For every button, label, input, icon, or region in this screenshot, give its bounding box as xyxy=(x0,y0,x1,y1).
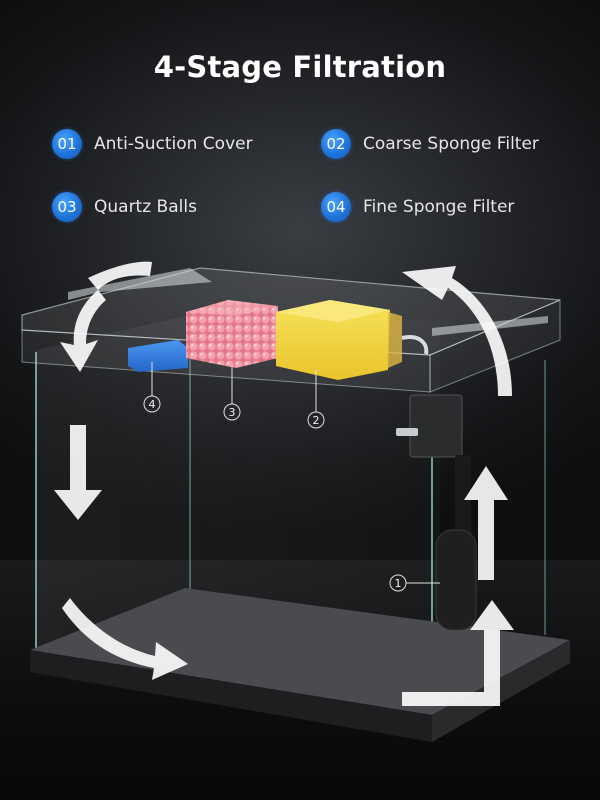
callout-number: 3 xyxy=(229,406,236,419)
base-side xyxy=(432,640,570,742)
flow-arrow-icon xyxy=(464,466,508,580)
legend-label: Fine Sponge Filter xyxy=(363,197,515,217)
flow-arrow-icon xyxy=(60,290,106,372)
lid-vent-left xyxy=(68,268,212,300)
coarse-sponge-top xyxy=(276,300,390,322)
callout-3: 3 xyxy=(223,366,241,421)
callout-2: 2 xyxy=(307,370,325,429)
outlet-pipe xyxy=(401,335,429,355)
stage-number-badge-icon: 04 xyxy=(321,192,351,222)
callout-circle-icon xyxy=(307,411,325,429)
callout-number: 2 xyxy=(313,414,320,427)
quartz-balls-cluster xyxy=(186,300,278,368)
flow-arrows xyxy=(54,261,514,706)
glass-tank xyxy=(35,315,546,700)
callout-number: 4 xyxy=(149,398,156,411)
pump-assembly xyxy=(396,394,477,631)
pump-nozzle xyxy=(396,428,418,436)
legend-item-anti-suction-cover: 01 Anti-Suction Cover xyxy=(52,127,253,161)
legend-item-coarse-sponge-filter: 02 Coarse Sponge Filter xyxy=(321,127,539,161)
intake-sponge xyxy=(435,529,477,631)
legend-item-quartz-balls: 03 Quartz Balls xyxy=(52,190,197,224)
legend-label: Quartz Balls xyxy=(94,197,197,217)
callout-4: 4 xyxy=(143,362,161,413)
callout-circle-icon xyxy=(389,574,407,592)
legend-label: Anti-Suction Cover xyxy=(94,134,253,154)
callout-circle-icon xyxy=(223,403,241,421)
filter-end-cap xyxy=(388,312,402,368)
stage-number-badge-icon: 02 xyxy=(321,129,351,159)
page-title: 4-Stage Filtration xyxy=(153,50,447,84)
callout-number: 1 xyxy=(395,577,402,590)
legend-label: Coarse Sponge Filter xyxy=(363,134,539,154)
flow-arrow-icon xyxy=(402,266,512,396)
filter-media xyxy=(128,300,429,380)
callout-circle-icon xyxy=(143,395,161,413)
flow-arrow-icon xyxy=(88,261,152,290)
base-front xyxy=(30,650,432,742)
stage-number-badge-icon: 03 xyxy=(52,192,82,222)
coarse-sponge-block xyxy=(276,300,390,380)
tank-base xyxy=(30,588,570,742)
callout-1: 1 xyxy=(389,574,440,592)
flow-arrow-icon xyxy=(62,598,188,680)
base-floor xyxy=(30,588,570,715)
legend-item-fine-sponge-filter: 04 Fine Sponge Filter xyxy=(321,190,514,224)
glass-back-panel xyxy=(36,315,440,700)
fine-sponge-block xyxy=(128,340,188,372)
stage-number-badge-icon: 01 xyxy=(52,129,82,159)
quartz-balls-top xyxy=(186,300,278,316)
flow-arrow-icon xyxy=(402,600,514,706)
flow-arrow-icon xyxy=(54,425,102,520)
pump-body xyxy=(409,394,463,458)
